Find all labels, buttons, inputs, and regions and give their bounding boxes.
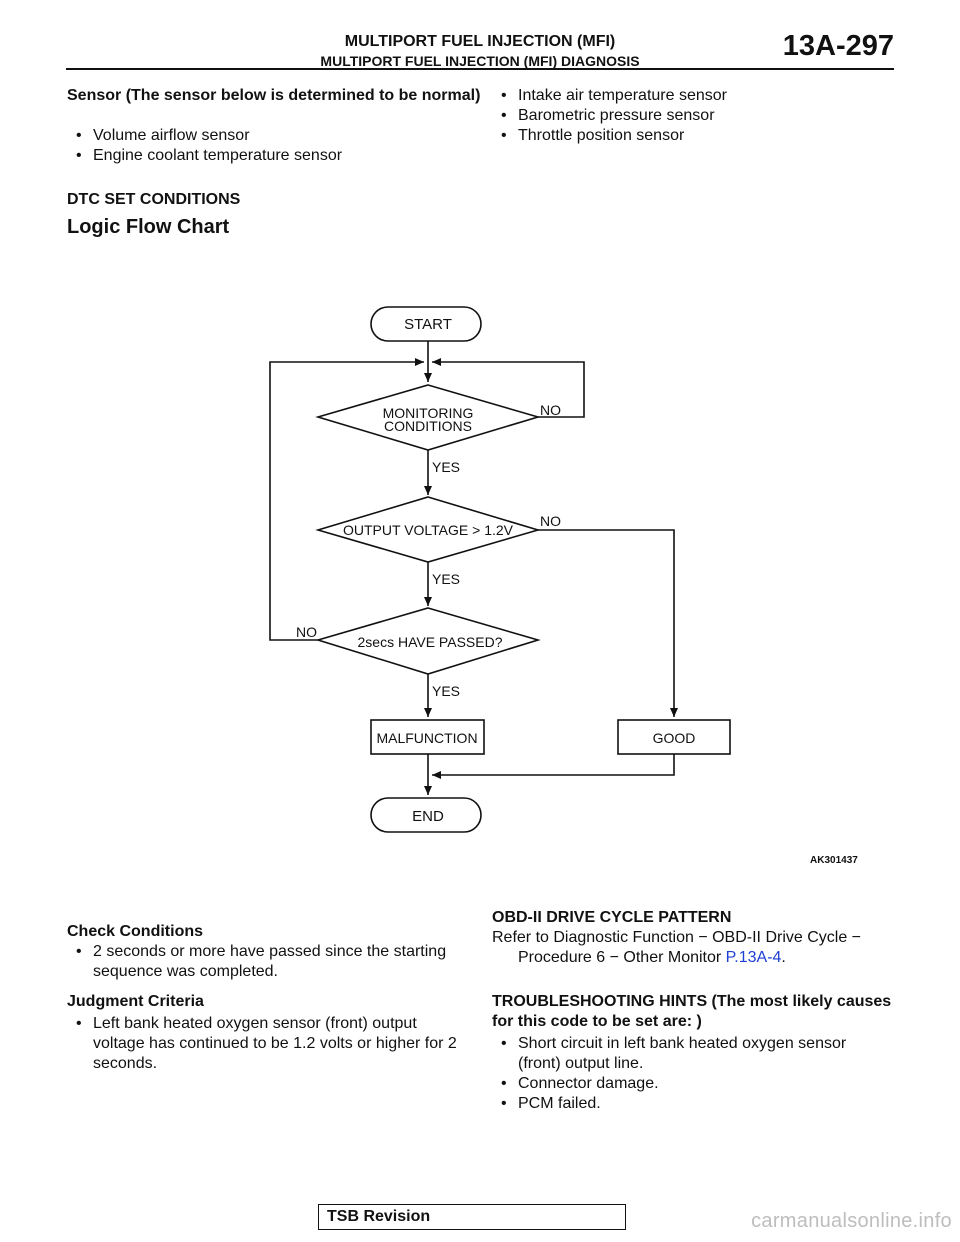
troubleshooting-list: Short circuit in left bank heated oxygen… [492,1034,892,1114]
judgment-criteria-heading: Judgment Criteria [67,993,204,1010]
manual-section-title: MULTIPORT FUEL INJECTION (MFI) [344,33,616,50]
list-item: Barometric pressure sensor [492,106,892,126]
sensor-list-left: Volume airflow sensor Engine coolant tem… [67,126,467,166]
logic-flow-chart-heading: Logic Flow Chart [67,216,230,238]
watermark: carmanualsonline.info [751,1210,952,1232]
decision3-label: 2secs HAVE PASSED? [358,634,503,650]
list-item: Connector damage. [492,1074,892,1094]
yes-label: YES [432,683,460,699]
sensor-heading: Sensor (The sensor below is determined t… [67,87,481,104]
start-label: START [404,316,452,333]
end-terminal [370,797,482,833]
logic-flow-chart: START MONITORING CONDITIONS NO YES OUTPU… [269,306,858,866]
list-item: Throttle position sensor [492,126,892,146]
check-conditions-heading: Check Conditions [67,923,204,940]
decision1-line1: MONITORING [383,405,474,421]
yes-label: YES [432,459,460,475]
check-conditions-list: 2 seconds or more have passed since the … [67,942,467,982]
sensor-list-right: Intake air temperature sensor Barometric… [492,86,892,146]
troubleshooting-heading: TROUBLESHOOTING HINTS (The most likely c… [492,993,892,1030]
no-label: NO [540,513,561,529]
tsb-revision-box: TSB Revision [318,1204,626,1230]
dtc-set-conditions-heading: DTC SET CONDITIONS [67,191,241,208]
end-label: END [412,808,444,825]
no-label: NO [296,624,317,640]
good-box [617,719,731,755]
list-item: 2 seconds or more have passed since the … [67,942,467,982]
start-terminal [370,306,482,342]
no-label: NO [540,402,561,418]
page-reference-link[interactable]: P.13A-4 [725,949,782,966]
header-divider [66,68,894,70]
yes-label: YES [432,571,460,587]
list-item: Short circuit in left bank heated oxygen… [492,1034,892,1074]
malfunction-label: MALFUNCTION [376,730,477,746]
figure-id: AK301437 [810,855,858,866]
list-item: Engine coolant temperature sensor [67,146,467,166]
decision1-line2: CONDITIONS [384,418,472,434]
page-number: 13A-297 [782,30,894,62]
list-item: Volume airflow sensor [67,126,467,146]
obd-drive-cycle-heading: OBD-II DRIVE CYCLE PATTERN [492,909,732,926]
obd-drive-cycle-text: Refer to Diagnostic Function − OBD-II Dr… [492,928,918,968]
good-label: GOOD [653,730,696,746]
decision2-label: OUTPUT VOLTAGE > 1.2V [343,522,514,538]
list-item: Intake air temperature sensor [492,86,892,106]
judgment-criteria-list: Left bank heated oxygen sensor (front) o… [67,1014,467,1074]
obd-text-end: . [781,949,786,966]
list-item: Left bank heated oxygen sensor (front) o… [67,1014,467,1074]
manual-subsection-title: MULTIPORT FUEL INJECTION (MFI) DIAGNOSIS [320,53,640,69]
obd-text: Refer to Diagnostic Function − OBD-II Dr… [492,929,862,966]
list-item: PCM failed. [492,1094,892,1114]
